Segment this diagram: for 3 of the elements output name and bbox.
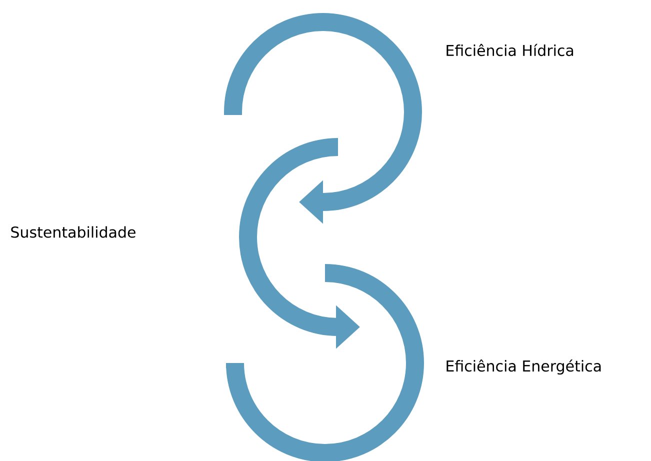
label-text: Eficiência Hídrica bbox=[446, 44, 574, 56]
label-text: Sustentabilidade bbox=[11, 226, 136, 238]
label-text: Eficiência Energética bbox=[446, 359, 601, 375]
